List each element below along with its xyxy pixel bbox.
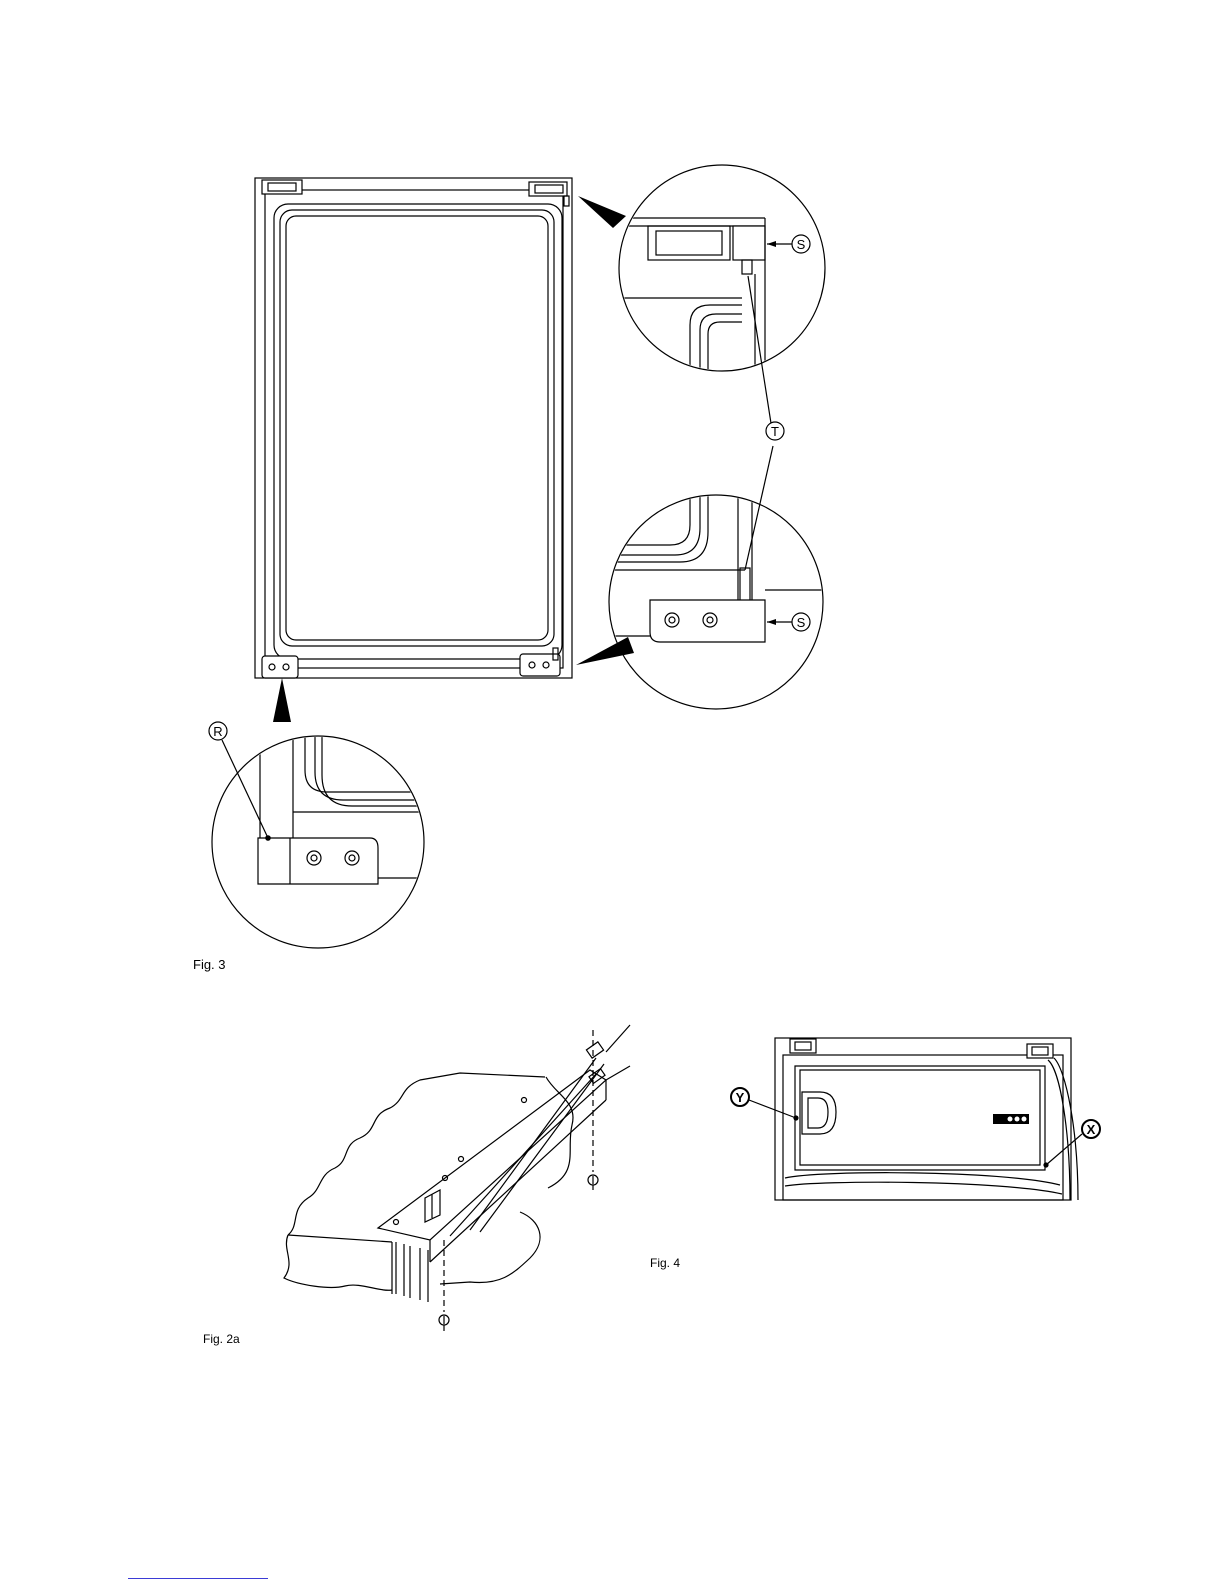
pointer-arrows: [273, 196, 634, 722]
svg-text:X: X: [1087, 1122, 1096, 1137]
footer-link-underline[interactable]: [128, 1578, 268, 1579]
callout-leaders-fig3: [222, 241, 792, 840]
svg-text:R: R: [213, 724, 222, 739]
svg-text:S: S: [797, 615, 806, 630]
figure-2a-caption: Fig. 2a: [203, 1332, 240, 1346]
detail-circle-bottom-left: [212, 735, 425, 948]
callout-leaders-fig4: [749, 1100, 1082, 1167]
callout-s-bottom: S: [792, 613, 810, 631]
detail-circle-top: [610, 165, 825, 380]
figure-3-caption: Fig. 3: [193, 957, 226, 972]
figure-4-caption: Fig. 4: [650, 1256, 680, 1270]
hinge-rail-drawing: [284, 1025, 630, 1331]
svg-text:S: S: [797, 237, 806, 252]
callout-y: Y: [731, 1088, 749, 1106]
callout-r: R: [209, 722, 227, 740]
door-frame-drawing: [255, 178, 572, 678]
svg-text:Y: Y: [736, 1090, 745, 1105]
callout-t: T: [766, 422, 784, 440]
callout-s-top: S: [792, 235, 810, 253]
svg-text:T: T: [771, 424, 779, 439]
door-inner-drawing: [775, 1038, 1078, 1200]
detail-circle-bottom-right: [609, 495, 830, 709]
callout-x: X: [1082, 1120, 1100, 1138]
